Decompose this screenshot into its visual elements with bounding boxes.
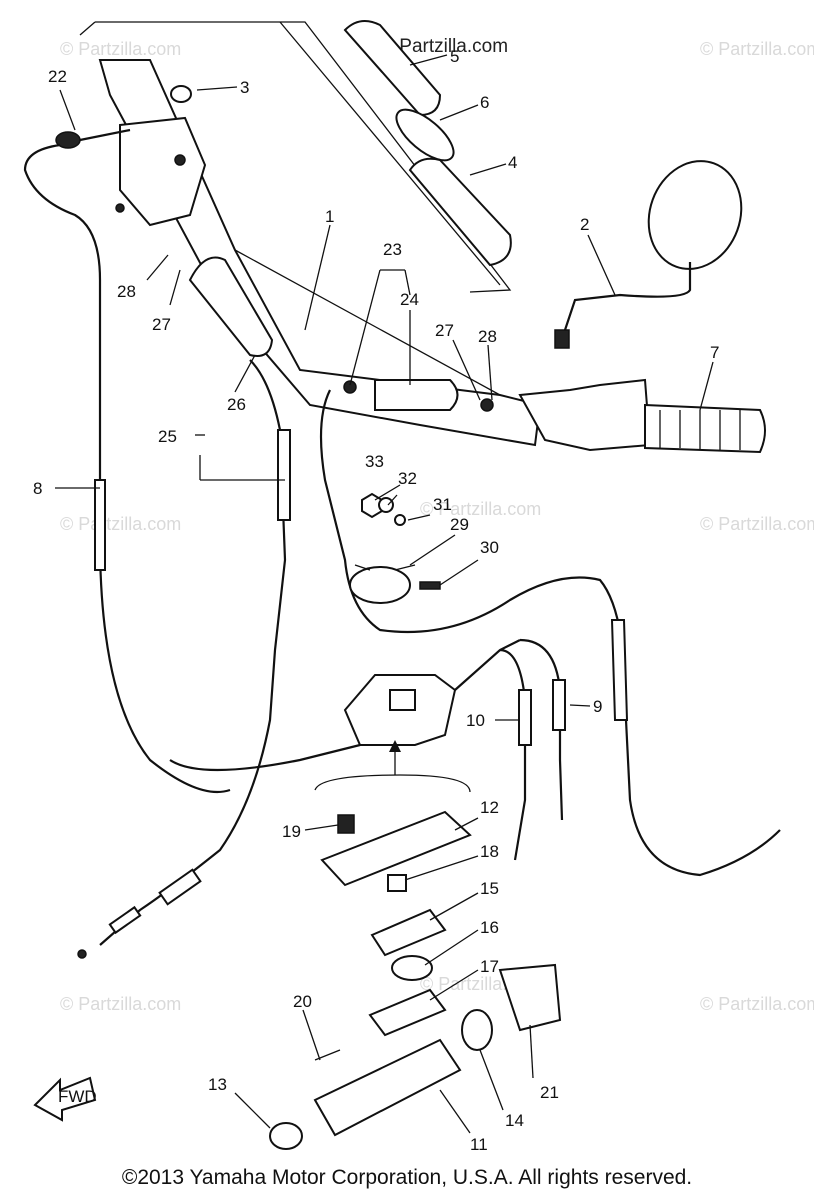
callout-28a: 28 bbox=[117, 282, 136, 301]
fwd-arrow-icon: FWD bbox=[33, 1076, 97, 1122]
cable-adjuster bbox=[55, 128, 131, 149]
throttle-housing bbox=[518, 378, 766, 454]
callout-32: 32 bbox=[398, 469, 417, 488]
cable-10 bbox=[499, 648, 527, 861]
callout-10: 10 bbox=[466, 711, 485, 730]
fwd-label: FWD bbox=[58, 1087, 97, 1106]
switch-parts-exploded bbox=[269, 810, 562, 1150]
cable-sleeve bbox=[610, 619, 629, 721]
mirror bbox=[554, 160, 743, 349]
callout-33: 33 bbox=[365, 452, 384, 471]
callout-14: 14 bbox=[505, 1111, 524, 1130]
copyright-notice: ©2013 Yamaha Motor Corporation, U.S.A. A… bbox=[121, 1166, 693, 1189]
cable-sleeve bbox=[94, 479, 106, 571]
callout-19: 19 bbox=[282, 822, 301, 841]
watermark: © Partzilla.com bbox=[700, 39, 814, 59]
watermark: © Partzilla.com bbox=[700, 994, 814, 1014]
callout-16: 16 bbox=[480, 918, 499, 937]
callout-31: 31 bbox=[433, 495, 452, 514]
switch-connector bbox=[169, 639, 521, 772]
leader-lines bbox=[55, 54, 714, 1134]
left-grip bbox=[188, 256, 274, 357]
cable-clamp bbox=[349, 564, 416, 604]
watermark: © Partzilla.com bbox=[60, 514, 181, 534]
exploded-bracket bbox=[314, 740, 471, 793]
callout-26: 26 bbox=[227, 395, 246, 414]
callout-7: 7 bbox=[710, 343, 719, 362]
callout-4: 4 bbox=[508, 153, 517, 172]
cable-end-fitting bbox=[77, 868, 202, 959]
brake-cable bbox=[319, 389, 781, 877]
left-switch-housing bbox=[115, 116, 207, 227]
callout-labels: 3 5 6 4 2 7 1 22 23 24 27 28 28 27 26 25… bbox=[33, 47, 719, 1154]
watermark-top: © Partzilla.com bbox=[380, 36, 508, 57]
callout-3: 3 bbox=[240, 78, 249, 97]
throttle-cable bbox=[23, 143, 231, 794]
callout-30: 30 bbox=[480, 538, 499, 557]
callout-9: 9 bbox=[593, 697, 602, 716]
bracket-line bbox=[95, 21, 512, 293]
callout-20: 20 bbox=[293, 992, 312, 1011]
cable-sleeve bbox=[277, 429, 291, 521]
watermark: © Partzilla.com bbox=[700, 514, 814, 534]
callout-15: 15 bbox=[480, 879, 499, 898]
callout-29: 29 bbox=[450, 515, 469, 534]
cable-sleeve bbox=[552, 679, 566, 731]
callout-18: 18 bbox=[480, 842, 499, 861]
callout-21: 21 bbox=[540, 1083, 559, 1102]
callout-13: 13 bbox=[208, 1075, 227, 1094]
watermark: © Partzilla.com bbox=[420, 499, 541, 519]
callout-24: 24 bbox=[400, 290, 419, 309]
callout-6: 6 bbox=[480, 93, 489, 112]
callout-17: 17 bbox=[480, 957, 499, 976]
callout-12: 12 bbox=[480, 798, 499, 817]
cap-button bbox=[170, 85, 192, 103]
bracket-line bbox=[279, 21, 501, 286]
bracket-line bbox=[79, 21, 96, 36]
right-grip-exploded bbox=[343, 20, 512, 267]
callout-23: 23 bbox=[383, 240, 402, 259]
callout-8: 8 bbox=[33, 479, 42, 498]
callout-27a: 27 bbox=[152, 315, 171, 334]
callout-1: 1 bbox=[325, 207, 334, 226]
cable-sleeve bbox=[518, 689, 532, 746]
cable bbox=[99, 359, 287, 946]
brake-lever-assembly bbox=[343, 379, 494, 412]
callout-5: 5 bbox=[450, 47, 459, 66]
callout-25: 25 bbox=[158, 427, 177, 446]
callout-22: 22 bbox=[48, 67, 67, 86]
hardware-nut bbox=[361, 492, 441, 590]
callout-28b: 28 bbox=[478, 327, 497, 346]
callout-11: 11 bbox=[470, 1135, 488, 1154]
callout-2: 2 bbox=[580, 215, 589, 234]
watermark: © Partzilla.com bbox=[60, 39, 181, 59]
watermark: © Partzilla.com bbox=[60, 994, 181, 1014]
callout-27b: 27 bbox=[435, 321, 454, 340]
